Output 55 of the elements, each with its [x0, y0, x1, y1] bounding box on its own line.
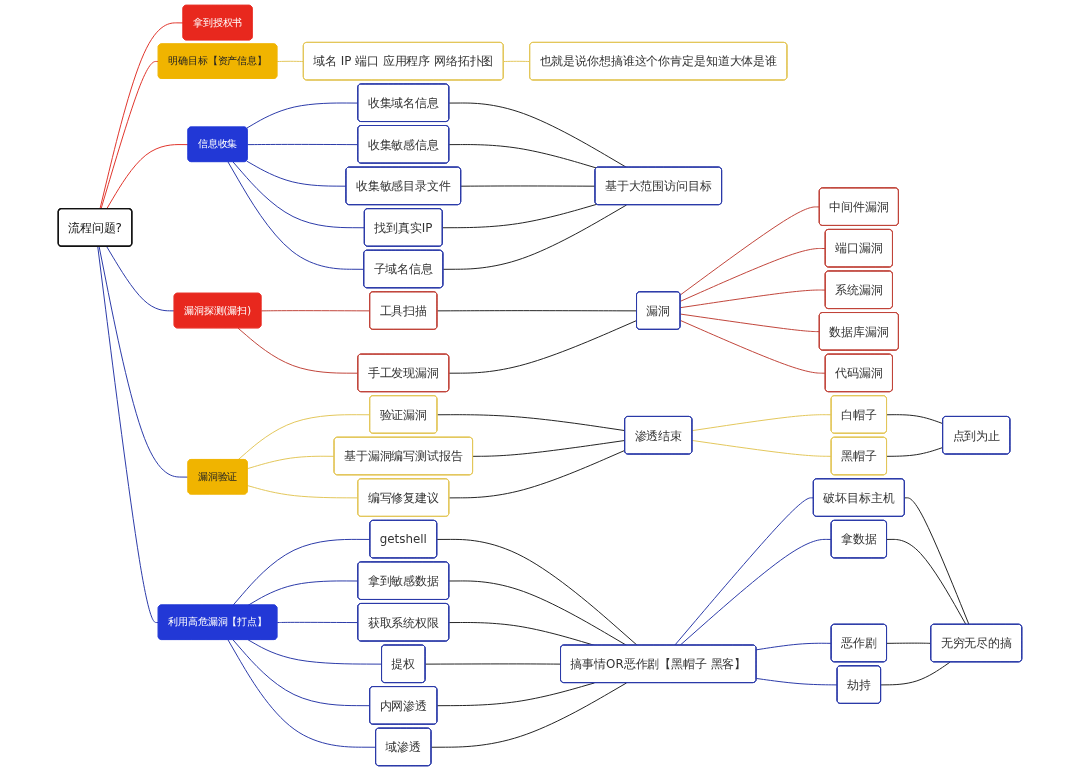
connector — [679, 289, 826, 309]
connector — [679, 319, 826, 374]
connector — [448, 144, 598, 169]
connector — [679, 247, 826, 302]
connector — [448, 319, 638, 374]
connector — [430, 682, 628, 748]
connector — [246, 160, 347, 187]
connector — [448, 449, 626, 499]
connector — [691, 414, 832, 432]
connector — [260, 310, 371, 312]
connector — [436, 310, 638, 312]
connector — [472, 440, 626, 457]
connector — [276, 621, 359, 624]
connector — [232, 639, 371, 707]
connector — [448, 102, 628, 168]
connector — [679, 313, 821, 333]
connector — [424, 663, 562, 665]
connector — [97, 246, 160, 624]
connector — [442, 204, 628, 270]
connector — [679, 538, 832, 646]
connector — [100, 60, 160, 210]
connector — [232, 161, 366, 229]
connector — [503, 60, 531, 62]
connector — [886, 538, 967, 626]
connector — [460, 185, 596, 187]
connector — [227, 639, 377, 748]
connector — [442, 203, 598, 229]
connector — [691, 440, 832, 457]
connector — [436, 538, 638, 646]
connector — [436, 682, 595, 707]
connector — [247, 143, 359, 146]
connector — [232, 538, 371, 606]
connector — [247, 455, 335, 470]
connector — [276, 60, 305, 62]
connector — [886, 414, 944, 425]
connector — [886, 446, 944, 457]
connector — [106, 246, 175, 312]
connector — [436, 414, 626, 432]
connector — [904, 497, 970, 626]
connector — [448, 580, 628, 646]
connector — [755, 642, 832, 651]
connector — [98, 246, 189, 478]
connector — [679, 206, 821, 296]
connector — [674, 497, 815, 646]
connector — [755, 677, 838, 686]
connector — [247, 485, 359, 499]
connector — [106, 144, 189, 210]
connector — [246, 102, 359, 129]
connector — [247, 639, 383, 665]
connector — [886, 642, 932, 644]
connector — [237, 414, 371, 461]
connector — [880, 661, 951, 686]
connector — [237, 327, 359, 374]
connector — [99, 22, 184, 210]
connector — [227, 161, 365, 270]
